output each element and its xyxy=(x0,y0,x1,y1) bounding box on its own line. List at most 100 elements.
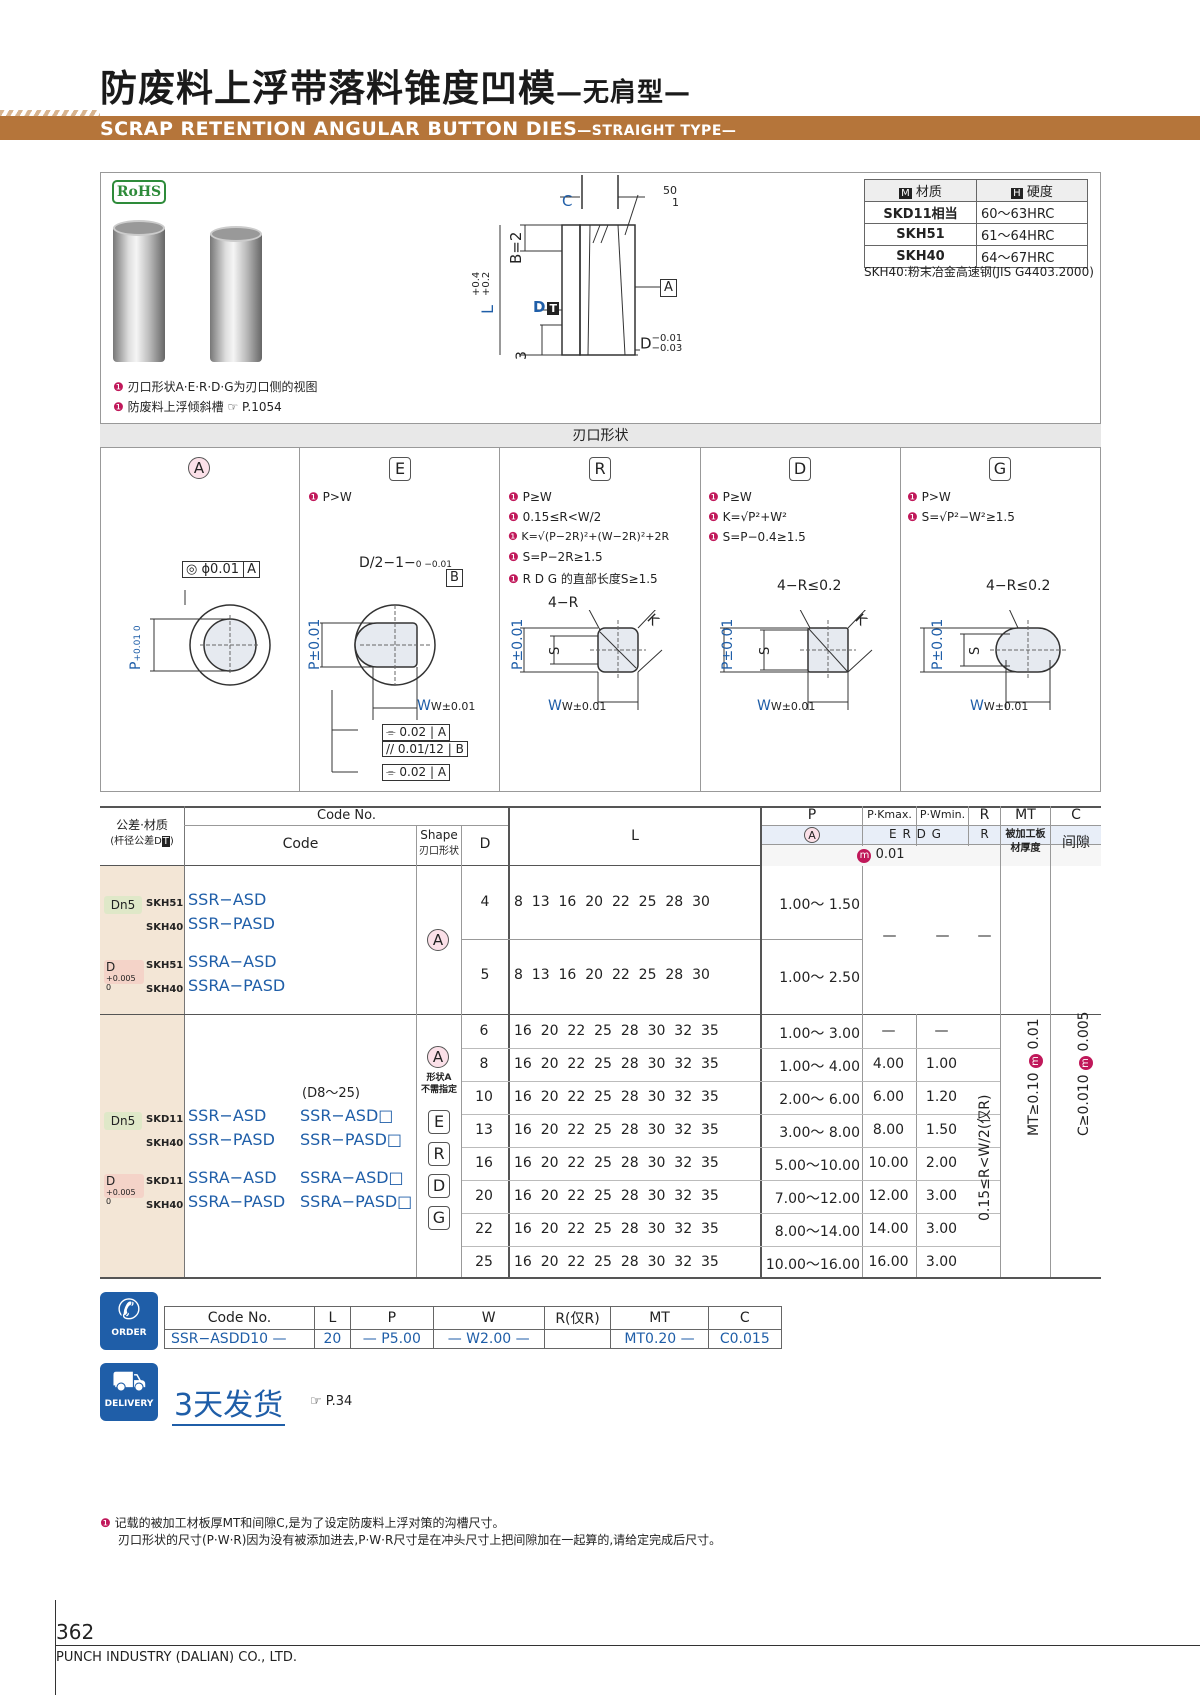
m-icon: M xyxy=(899,188,912,199)
g2-d8: (D8～25) xyxy=(302,1086,360,1101)
page-title: 防废料上浮带落料锥度凹模—无肩型— xyxy=(100,67,692,110)
shape-d-note-2: ❶ K=√P²+W² xyxy=(708,510,787,524)
g2-shape-a: A xyxy=(427,1046,449,1068)
table-cell-l: 16 20 22 25 28 30 32 35 xyxy=(514,1122,719,1138)
dim-l: L xyxy=(478,305,497,314)
c-vertical: C≥0.010 m 0.005 xyxy=(1076,1011,1093,1136)
shape-d-p: P±0.01 xyxy=(720,618,736,670)
hdr-mt-sub: 被加工板材厚度 xyxy=(1005,829,1046,854)
table-cell-pw: 1.00 xyxy=(925,1056,958,1072)
shape-d-drawing xyxy=(720,610,873,710)
table-cell-pk: 4.00 xyxy=(872,1056,905,1072)
shape-a-tol: ◎ ϕ0.01 A xyxy=(182,561,261,578)
h-icon: H xyxy=(1011,188,1023,199)
footer-line xyxy=(56,1645,1200,1646)
hdr-pkmax: P·Kmax. xyxy=(867,808,912,821)
table-cell-d: 13 xyxy=(475,1122,493,1138)
mt-vertical: MT≥0.10 m 0.01 xyxy=(1026,1018,1043,1136)
table-cell-p: 3.00～ 8.00 xyxy=(779,1125,860,1141)
pointer-icon: ☞ xyxy=(227,400,239,414)
table-cell-l: 16 20 22 25 28 30 32 35 xyxy=(514,1056,719,1072)
top-note-2: ❶ 防废料上浮倾斜槽 ☞ P.1054 xyxy=(113,400,282,414)
table-cell-pw: 3.00 xyxy=(925,1254,958,1270)
table-cell-pk: 6.00 xyxy=(872,1089,905,1105)
table-cell-p: 8.00～14.00 xyxy=(774,1224,860,1240)
shape-g-p: P±0.01 xyxy=(930,618,946,670)
rohs-badge: RoHS xyxy=(112,180,166,204)
table-row-line xyxy=(462,1246,1000,1247)
shape-e-tol-2: // 0.01/12 | B xyxy=(382,741,468,757)
order-badge: ✆ ORDER xyxy=(100,1292,158,1350)
delivery-ref: ☞ P.34 xyxy=(310,1394,353,1409)
g1-row1-p: 1.00～ 1.50 xyxy=(779,897,860,913)
shape-e-d2: D/2−1−0 −0.01 xyxy=(359,555,452,571)
shape-e-b-box: B xyxy=(446,569,463,587)
dim-c: C xyxy=(562,192,573,210)
hdr-p-shape: A xyxy=(762,827,862,843)
shape-e-header: E xyxy=(389,457,411,481)
table-cell-pw: 2.00 xyxy=(925,1155,958,1171)
table-cell-pw: — xyxy=(934,1023,949,1039)
hdr-l: L xyxy=(631,828,639,844)
shape-g-drawing xyxy=(920,610,1066,710)
hdr-code-no: Code No. xyxy=(317,808,376,823)
table-cell-d: 6 xyxy=(479,1023,489,1039)
delivery-text: 3天发货 xyxy=(172,1380,286,1426)
page-number: 362 xyxy=(56,1620,95,1644)
product-photo-round-top xyxy=(113,220,165,236)
dim-b: B=2 xyxy=(507,231,525,264)
shape-d-header: D xyxy=(789,457,811,481)
hdr-d: D xyxy=(479,836,491,852)
table-cell-pk: — xyxy=(881,1023,896,1039)
hdr-pwmin: P·Wmin. xyxy=(919,808,966,821)
table-cell-pk: 8.00 xyxy=(872,1122,905,1138)
table-cell-pw: 3.00 xyxy=(925,1188,958,1204)
table-cell-pw: 1.50 xyxy=(925,1122,958,1138)
table-row-line xyxy=(462,1114,1000,1115)
table-row-line xyxy=(462,1081,1000,1082)
phone-icon: ✆ xyxy=(117,1293,141,1326)
table-row-line xyxy=(462,1180,1000,1181)
g2-tol1: Dn5 xyxy=(104,1112,142,1130)
shape-d-s: S xyxy=(758,646,773,655)
hdr-pk-shapes: E R D G xyxy=(889,827,942,841)
shape-d-note-1: ❶ P≥W xyxy=(708,490,752,504)
table-cell-pk: 16.00 xyxy=(868,1254,909,1270)
table-cell-p: 1.00～ 4.00 xyxy=(779,1059,860,1075)
g2-r-vertical: 0.15≤R<W/2(仅R) xyxy=(977,1094,993,1221)
delivery-badge: ⛟ DELIVERY xyxy=(100,1363,158,1421)
g1-tol1: Dn5 xyxy=(104,896,142,914)
table-cell-p: 7.00～12.00 xyxy=(774,1191,860,1207)
g1-row2-l: 8 13 16 20 22 25 28 30 xyxy=(514,967,710,983)
material-note: SKH40:粉末冶金高速钢(JIS G4403.2000) xyxy=(864,265,1094,279)
g2-shape-g: G xyxy=(428,1206,450,1230)
shape-g-header: G xyxy=(989,457,1011,481)
table-cell-l: 16 20 22 25 28 30 32 35 xyxy=(514,1221,719,1237)
table-cell-d: 8 xyxy=(479,1056,489,1072)
shape-g-note-1: ❶ P>W xyxy=(907,490,951,504)
table-cell-d: 25 xyxy=(475,1254,493,1270)
table-cell-d: 22 xyxy=(475,1221,493,1237)
shape-a-p: P+0.01 0 xyxy=(128,625,144,670)
table-cell-pk: 14.00 xyxy=(868,1221,909,1237)
dim-a-box: A xyxy=(660,279,677,297)
table-cell-l: 16 20 22 25 28 30 32 35 xyxy=(514,1155,719,1171)
product-photo-round xyxy=(113,226,165,362)
table-row-line xyxy=(462,1213,1000,1214)
shape-e-drawing xyxy=(320,604,436,773)
footnote: ❶ 记载的被加工材板厚MT和间隙C,是为了设定防废料上浮对策的沟槽尺寸。刃口形状… xyxy=(100,1516,722,1547)
shape-d-note-3: ❶ S=P−0.4≥1.5 xyxy=(708,530,806,544)
shape-r-p: P±0.01 xyxy=(510,618,526,670)
footer-rule xyxy=(55,1600,56,1695)
shape-r-w: WW±0.01 xyxy=(548,698,607,714)
table-row-line xyxy=(462,1048,1000,1049)
